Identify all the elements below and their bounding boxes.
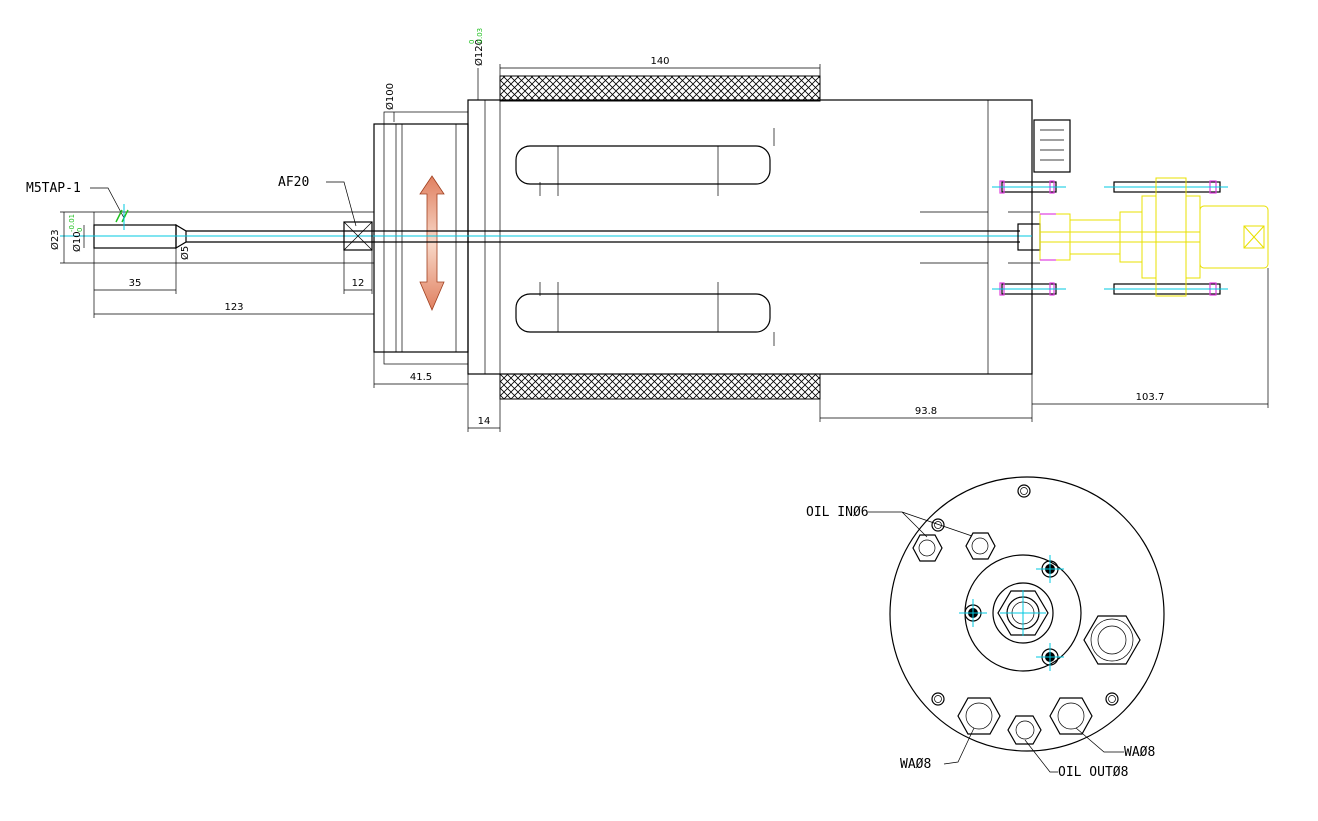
bolt-group [992, 180, 1228, 296]
dim-93-8: 93.8 [915, 406, 937, 417]
dim-diameter-100: Ø100 [384, 83, 396, 110]
inner-screws [959, 555, 1064, 671]
dim-35: 35 [129, 278, 142, 289]
oil-in-fitting-1 [912, 534, 943, 562]
label-wa-left: WAØ8 [900, 757, 931, 772]
winding-lower [515, 293, 771, 333]
dim-diameter-10: Ø10 [71, 231, 83, 252]
wa-fitting-left [957, 697, 1001, 735]
dim-120-tol-upper: 0 [468, 40, 476, 44]
dim-120-tol-lower: -0.03 [476, 28, 484, 46]
label-oil-out: OIL OUTØ8 [1058, 765, 1128, 780]
side-view: 140 Ø100 Ø120 0 -0.03 Ø23 Ø10 -0.01 0 Ø5 [26, 28, 1269, 432]
front-flange [373, 123, 469, 353]
label-af20: AF20 [278, 175, 309, 190]
dim-diameter-5: Ø5 [179, 246, 191, 260]
label-oil-in: OIL INØ6 [806, 505, 869, 520]
dim-140: 140 [650, 56, 669, 67]
dim-diameter-120: Ø120 [473, 39, 485, 66]
label-m5tap: M5TAP-1 [26, 181, 81, 196]
dim-14: 14 [478, 416, 491, 427]
dim-10-tol-lower: 0 [76, 228, 84, 232]
coil-top [499, 75, 821, 102]
dim-10-tol-upper: -0.01 [68, 214, 76, 232]
dim-123: 123 [224, 302, 243, 313]
large-fitting-right [1083, 615, 1141, 665]
winding-upper [515, 145, 771, 185]
dimensions: 140 Ø100 Ø120 0 -0.03 Ø23 Ø10 -0.01 0 Ø5 [49, 28, 1269, 432]
coil-bottom [499, 373, 821, 400]
rotation-arrow-icon [419, 175, 445, 312]
leaders: M5TAP-1 AF20 [26, 175, 357, 230]
dim-diameter-23: Ø23 [49, 229, 61, 250]
end-view: OIL INØ6 WAØ8 OIL OUTØ8 WAØ8 [806, 476, 1165, 780]
wa-fitting-right [1049, 697, 1093, 735]
wrench-flat-af20 [343, 221, 373, 251]
oil-in-fitting-2 [965, 532, 996, 560]
end-flange [889, 476, 1165, 752]
dim-103-7: 103.7 [1136, 392, 1165, 403]
spindle-housing [467, 99, 1033, 375]
dim-12: 12 [352, 278, 365, 289]
rotary-joint-accessory [1039, 177, 1269, 297]
oil-out-fitting [1007, 715, 1042, 745]
label-wa-right: WAØ8 [1124, 745, 1155, 760]
rear-connector [1033, 119, 1071, 173]
dim-41-5: 41.5 [410, 372, 432, 383]
